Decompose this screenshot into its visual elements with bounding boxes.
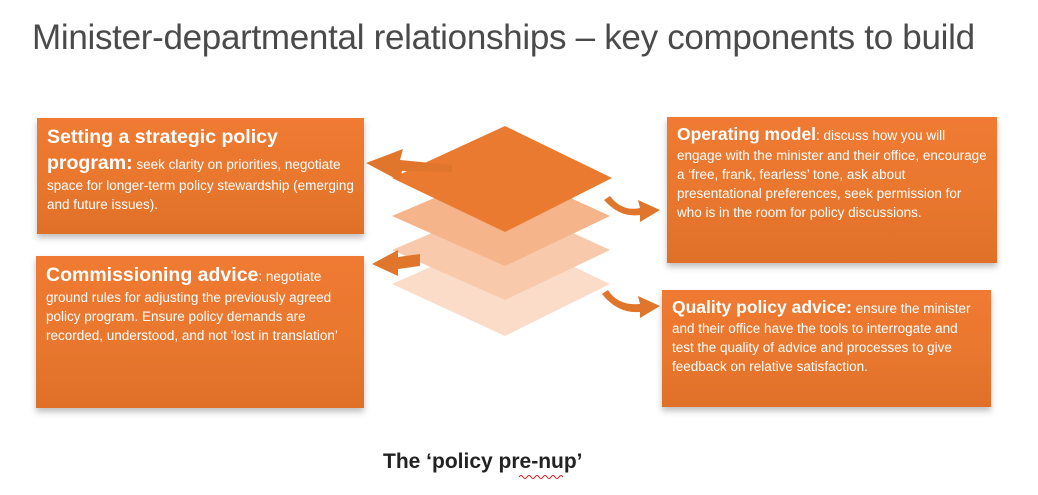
strategic-policy-box: Setting a strategic policy program: seek… (37, 118, 364, 234)
arrow-to-strategic-icon (366, 149, 452, 181)
strategic-policy-text: seek clarity on priorities, negotiate sp… (47, 157, 354, 212)
commissioning-advice-text: : negotiate ground rules for adjusting t… (46, 269, 338, 343)
quality-advice-heading: Quality policy advice: (672, 297, 852, 317)
commissioning-advice-heading: Commissioning advice (46, 264, 259, 286)
layer-top (392, 126, 612, 232)
slide-title: Minister-departmental relationships – ke… (32, 18, 975, 57)
commissioning-advice-box: Commissioning advice: negotiate ground r… (36, 256, 364, 408)
strategic-policy-heading: Setting a strategic policy program: (47, 126, 278, 174)
spellcheck-squiggle-icon (519, 475, 564, 479)
arrow-to-commissioning-icon (372, 250, 420, 276)
operating-model-text: : discuss how you will engage with the m… (677, 128, 987, 220)
arrow-to-operating-icon (604, 196, 660, 222)
quality-advice-text: ensure the minister and their office hav… (672, 301, 971, 374)
operating-model-heading: Operating model (677, 124, 817, 144)
quality-advice-box: Quality policy advice: ensure the minist… (662, 290, 991, 407)
diagram-caption: The ‘policy pre-nup’ (383, 450, 583, 473)
operating-model-box: Operating model: discuss how you will en… (667, 117, 997, 263)
arrow-to-quality-icon (602, 290, 660, 318)
